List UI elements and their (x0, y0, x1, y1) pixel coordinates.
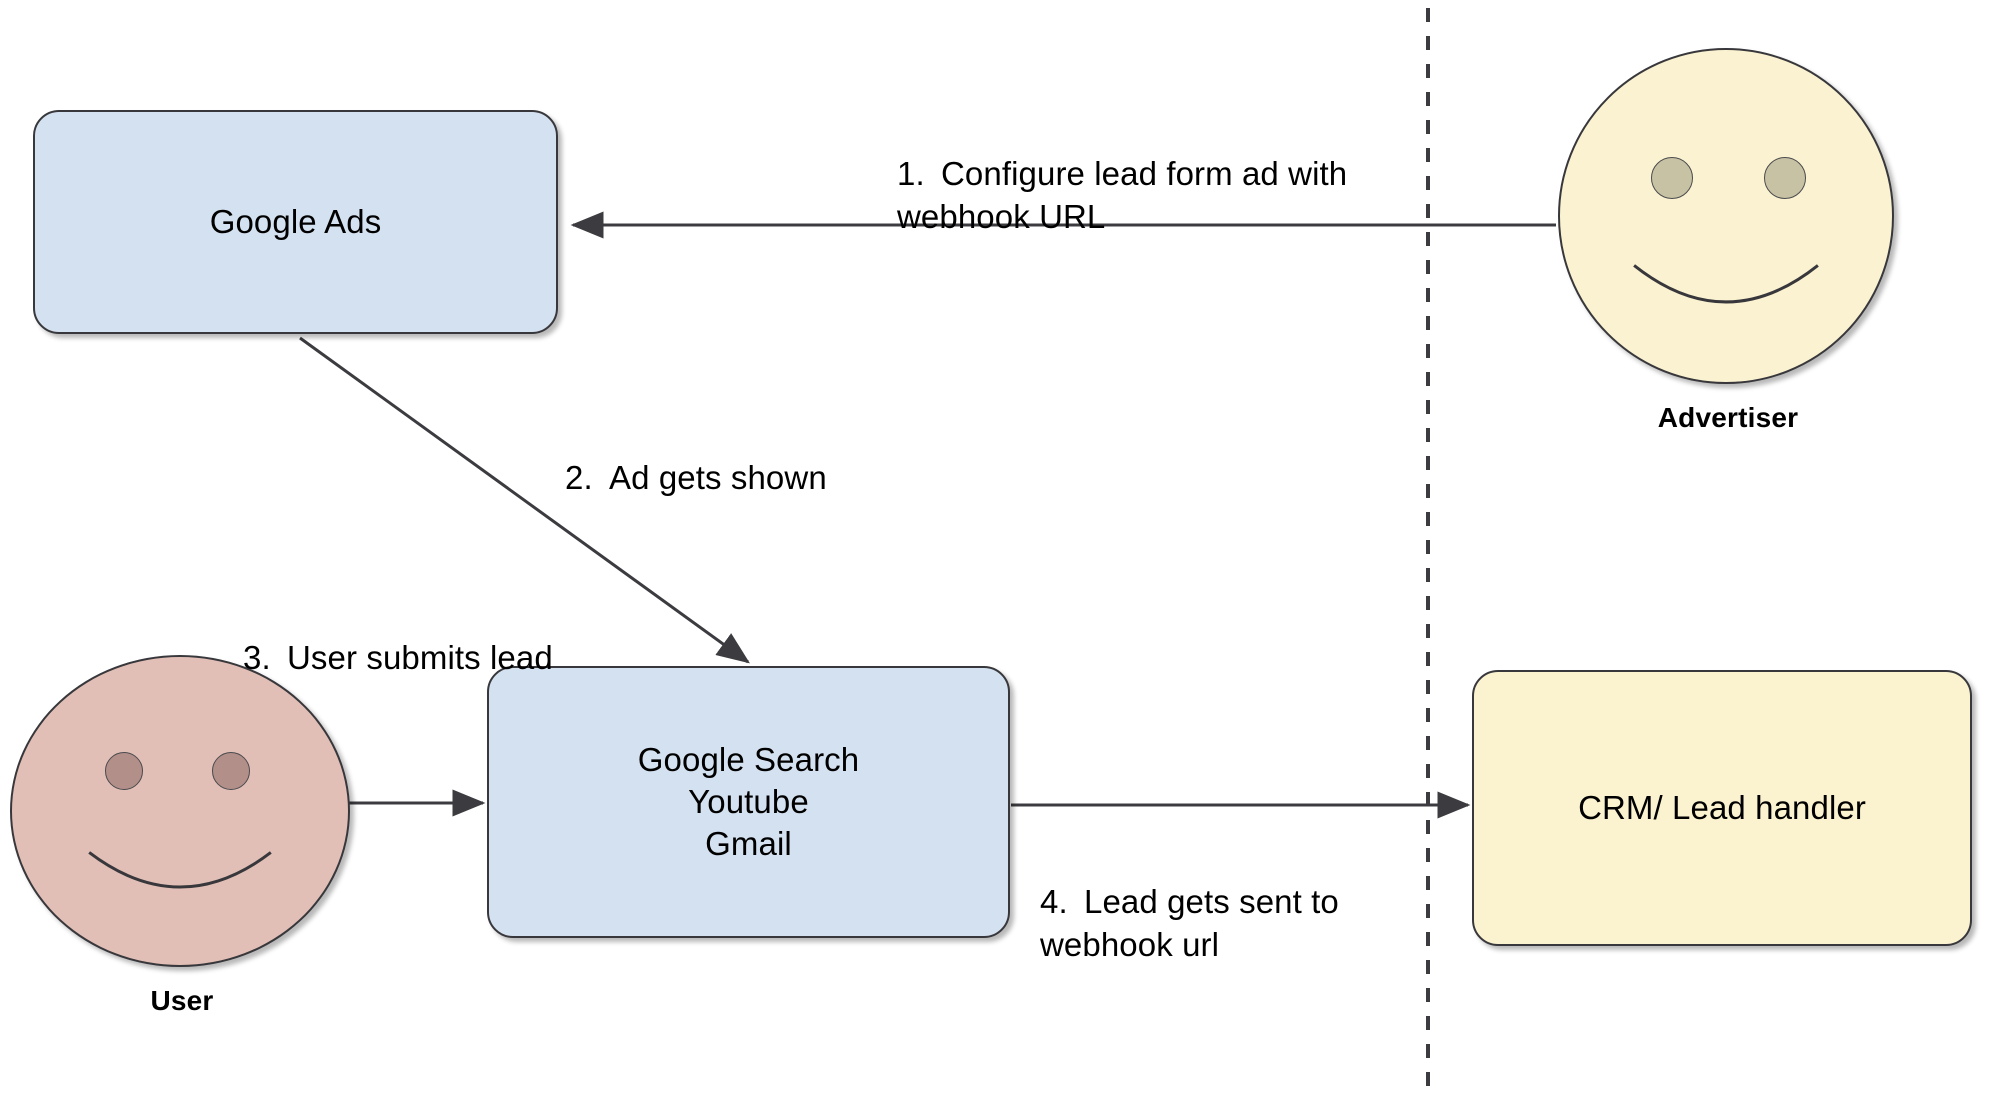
actor-advertiser[interactable]: Advertiser (1558, 48, 1898, 438)
node-crm-lead-handler-label: CRM/ Lead handler (1578, 788, 1866, 826)
step-3-label: 3. User submits lead (243, 592, 663, 679)
advertiser-left-eye-icon (1651, 157, 1693, 199)
step-4-label: 4.Lead gets sent to webhook url (1040, 836, 1420, 967)
advertiser-caption: Advertiser (1657, 402, 1799, 433)
node-google-properties[interactable]: Google Search Youtube Gmail (487, 666, 1010, 938)
user-face-icon (10, 655, 350, 967)
node-google-properties-label: Google Search Youtube Gmail (637, 740, 860, 863)
user-caption: User (150, 985, 214, 1016)
step-1-text: Configure lead form ad with webhook URL (897, 154, 1348, 236)
node-crm-lead-handler[interactable]: CRM/ Lead handler (1472, 670, 1972, 946)
step-4-text: Lead gets sent to webhook url (1040, 882, 1339, 964)
step-4-number: 4. (1040, 882, 1068, 920)
actor-user[interactable]: User (10, 655, 354, 1055)
step-2-number: 2. (565, 458, 593, 496)
node-google-ads[interactable]: Google Ads (33, 110, 558, 334)
advertiser-smile-icon (1633, 264, 1819, 304)
advertiser-right-eye-icon (1764, 157, 1806, 199)
step-3-number: 3. (243, 638, 271, 676)
step-1-number: 1. (897, 154, 925, 192)
user-right-eye-icon (212, 752, 250, 790)
step-3-text: User submits lead (287, 638, 553, 676)
step-1-label: 1.Configure lead form ad with webhook UR… (897, 108, 1417, 239)
user-left-eye-icon (105, 752, 143, 790)
node-google-ads-label: Google Ads (209, 202, 382, 240)
advertiser-face-icon (1558, 48, 1894, 384)
step-2-label: 2. Ad gets shown (565, 412, 985, 499)
step-2-text: Ad gets shown (609, 458, 827, 496)
user-smile-icon (88, 851, 272, 889)
